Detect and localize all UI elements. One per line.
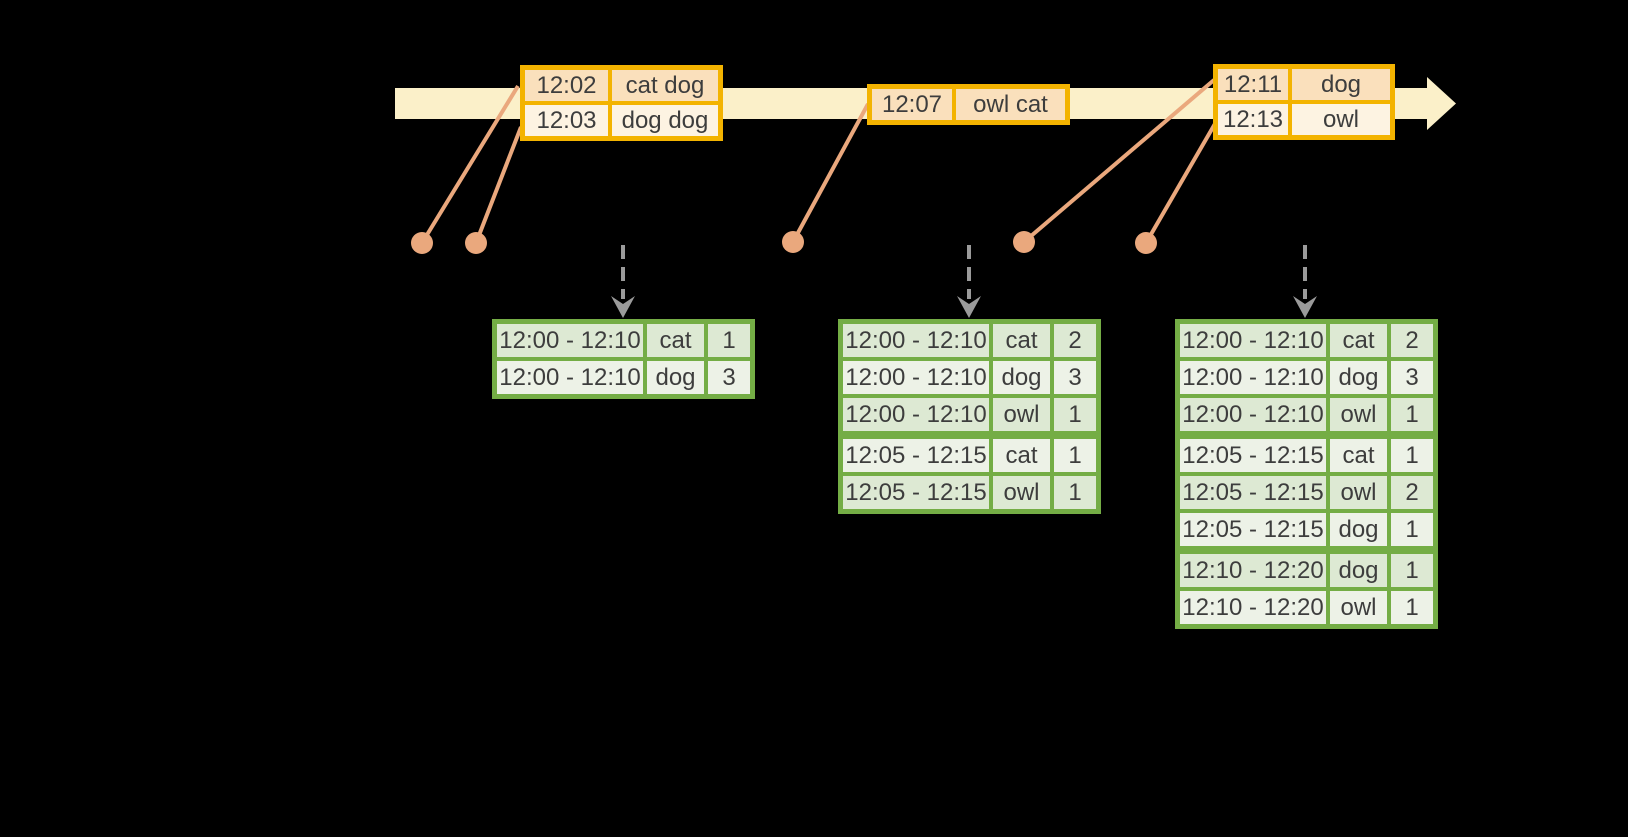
- window-cell: 12:00 - 12:10: [843, 398, 989, 431]
- window-cell: 12:00 - 12:10: [497, 324, 643, 357]
- table-row: 12:00 - 12:10 cat 1: [497, 324, 750, 357]
- count-cell: 3: [1054, 361, 1096, 394]
- event-dot: [411, 232, 433, 254]
- count-cell: 1: [1391, 398, 1433, 431]
- table-row: 12:00 - 12:10 cat 2: [843, 324, 1096, 357]
- event-time-cell: 12:13: [1218, 104, 1288, 135]
- word-cell: dog: [993, 361, 1050, 394]
- table-row: 12:02 cat dog: [525, 70, 718, 101]
- window-cell: 12:00 - 12:10: [1180, 361, 1326, 394]
- window-cell: 12:00 - 12:10: [1180, 398, 1326, 431]
- window-cell: 12:00 - 12:10: [843, 361, 989, 394]
- word-cell: dog: [647, 361, 704, 394]
- window-cell: 12:05 - 12:15: [1180, 513, 1326, 546]
- event-table-2: 12:07 owl cat: [867, 84, 1070, 125]
- table-row: 12:05 - 12:15 owl 2: [1180, 476, 1433, 509]
- table-row: 12:11 dog: [1218, 69, 1390, 100]
- table-row: 12:00 - 12:10 owl 1: [843, 398, 1096, 431]
- event-dot: [1135, 232, 1157, 254]
- event-table-1: 12:02 cat dog 12:03 dog dog: [520, 65, 723, 141]
- word-cell: owl: [1330, 398, 1387, 431]
- table-row: 12:03 dog dog: [525, 105, 718, 136]
- window-cell: 12:05 - 12:15: [1180, 439, 1326, 472]
- event-time-cell: 12:11: [1218, 69, 1288, 100]
- count-cell: 1: [1391, 513, 1433, 546]
- word-cell: owl: [993, 398, 1050, 431]
- connector-line: [474, 126, 523, 244]
- table-row: 12:10 - 12:20 dog 1: [1180, 554, 1433, 587]
- result-table-2: 12:00 - 12:10 cat 2 12:00 - 12:10 dog 3 …: [838, 319, 1101, 514]
- table-row: 12:00 - 12:10 dog 3: [497, 361, 750, 394]
- count-cell: 1: [1391, 554, 1433, 587]
- table-row: 12:00 - 12:10 dog 3: [843, 361, 1096, 394]
- count-cell: 2: [1391, 324, 1433, 357]
- trigger-arrowhead-icon: [611, 296, 635, 318]
- event-words-cell: owl cat: [956, 89, 1065, 120]
- table-row: 12:10 - 12:20 owl 1: [1180, 591, 1433, 624]
- word-cell: dog: [1330, 554, 1387, 587]
- event-table-3: 12:11 dog 12:13 owl: [1213, 64, 1395, 140]
- event-words-cell: dog: [1292, 69, 1390, 100]
- event-words-cell: cat dog: [612, 70, 718, 101]
- window-cell: 12:10 - 12:20: [1180, 591, 1326, 624]
- table-row: 12:13 owl: [1218, 104, 1390, 135]
- connector-line: [1022, 78, 1216, 244]
- count-cell: 1: [1391, 591, 1433, 624]
- event-dot: [465, 232, 487, 254]
- window-cell: 12:00 - 12:10: [843, 324, 989, 357]
- table-row: 12:05 - 12:15 dog 1: [1180, 513, 1433, 546]
- count-cell: 1: [1391, 439, 1433, 472]
- word-cell: owl: [1330, 591, 1387, 624]
- event-words-cell: dog dog: [612, 105, 718, 136]
- count-cell: 3: [1391, 361, 1433, 394]
- window-cell: 12:10 - 12:20: [1180, 554, 1326, 587]
- event-time-cell: 12:02: [525, 70, 608, 101]
- connector-line: [420, 84, 520, 245]
- count-cell: 1: [708, 324, 750, 357]
- event-words-cell: owl: [1292, 104, 1390, 135]
- window-cell: 12:00 - 12:10: [1180, 324, 1326, 357]
- window-cell: 12:05 - 12:15: [843, 476, 989, 509]
- trigger-arrowhead-icon: [1293, 296, 1317, 318]
- word-cell: owl: [993, 476, 1050, 509]
- table-row: 12:00 - 12:10 dog 3: [1180, 361, 1433, 394]
- word-cell: dog: [1330, 513, 1387, 546]
- table-row: 12:00 - 12:10 owl 1: [1180, 398, 1433, 431]
- event-dot: [1013, 231, 1035, 253]
- timeline-arrowhead-icon: [1427, 77, 1456, 130]
- event-time-cell: 12:07: [872, 89, 952, 120]
- table-row: 12:05 - 12:15 cat 1: [843, 439, 1096, 472]
- window-cell: 12:05 - 12:15: [843, 439, 989, 472]
- result-table-3: 12:00 - 12:10 cat 2 12:00 - 12:10 dog 3 …: [1175, 319, 1438, 629]
- result-table-1: 12:00 - 12:10 cat 1 12:00 - 12:10 dog 3: [492, 319, 755, 399]
- count-cell: 1: [1054, 439, 1096, 472]
- count-cell: 2: [1391, 476, 1433, 509]
- count-cell: 2: [1054, 324, 1096, 357]
- event-time-cell: 12:03: [525, 105, 608, 136]
- word-cell: cat: [1330, 324, 1387, 357]
- count-cell: 1: [1054, 398, 1096, 431]
- table-row: 12:05 - 12:15 cat 1: [1180, 439, 1433, 472]
- window-cell: 12:05 - 12:15: [1180, 476, 1326, 509]
- count-cell: 1: [1054, 476, 1096, 509]
- connector-line: [1144, 120, 1218, 245]
- count-cell: 3: [708, 361, 750, 394]
- table-row: 12:07 owl cat: [872, 89, 1065, 120]
- word-cell: cat: [993, 324, 1050, 357]
- table-row: 12:05 - 12:15 owl 1: [843, 476, 1096, 509]
- window-cell: 12:00 - 12:10: [497, 361, 643, 394]
- word-cell: owl: [1330, 476, 1387, 509]
- word-cell: cat: [1330, 439, 1387, 472]
- connector-line: [791, 103, 870, 243]
- trigger-arrowhead-icon: [957, 296, 981, 318]
- table-row: 12:00 - 12:10 cat 2: [1180, 324, 1433, 357]
- word-cell: cat: [647, 324, 704, 357]
- event-dot: [782, 231, 804, 253]
- word-cell: cat: [993, 439, 1050, 472]
- word-cell: dog: [1330, 361, 1387, 394]
